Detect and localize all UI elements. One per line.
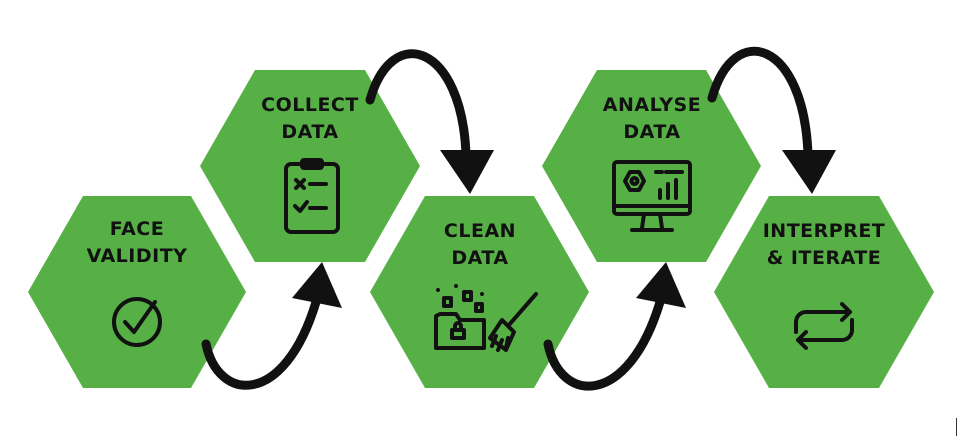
monitor-dashboard-icon (612, 160, 692, 232)
clipboard-checklist-icon (284, 158, 340, 234)
step-label-line2: DATA (623, 121, 680, 143)
step-face-validity: FACE VALIDITY (28, 196, 246, 388)
hexagon-analyse-data (542, 70, 761, 262)
connector-clean-to-analyse (543, 262, 686, 391)
step-label-line1: ANALYSE (603, 94, 701, 116)
connector-analyse-to-interpret (707, 46, 836, 194)
connector-collect-to-clean (365, 49, 494, 194)
step-label-line2: DATA (451, 247, 508, 269)
step-label-line1: COLLECT (261, 94, 359, 116)
step-label-line1: FACE (110, 218, 164, 240)
check-circle-icon (112, 297, 162, 347)
step-label-line2: DATA (281, 121, 338, 143)
hexagon-face-validity (28, 196, 246, 388)
step-label-line1: INTERPRET (763, 220, 886, 242)
step-clean-data: CLEAN DATA (370, 196, 589, 388)
step-collect-data: COLLECT DATA (200, 70, 420, 262)
step-analyse-data: ANALYSE DATA (542, 70, 761, 262)
folder-broom-icon (434, 284, 538, 352)
hexagon-interpret-iterate (714, 196, 934, 388)
step-label-line2: VALIDITY (87, 245, 188, 267)
repeat-arrows-icon (794, 302, 854, 350)
step-label-line2: & ITERATE (767, 247, 882, 269)
hexagon-clean-data (370, 196, 589, 388)
step-label-line1: CLEAN (444, 220, 516, 242)
connector-face-to-collect (201, 262, 342, 390)
step-interpret-iterate: INTERPRET & ITERATE (714, 196, 934, 388)
edge-divider (956, 418, 957, 436)
